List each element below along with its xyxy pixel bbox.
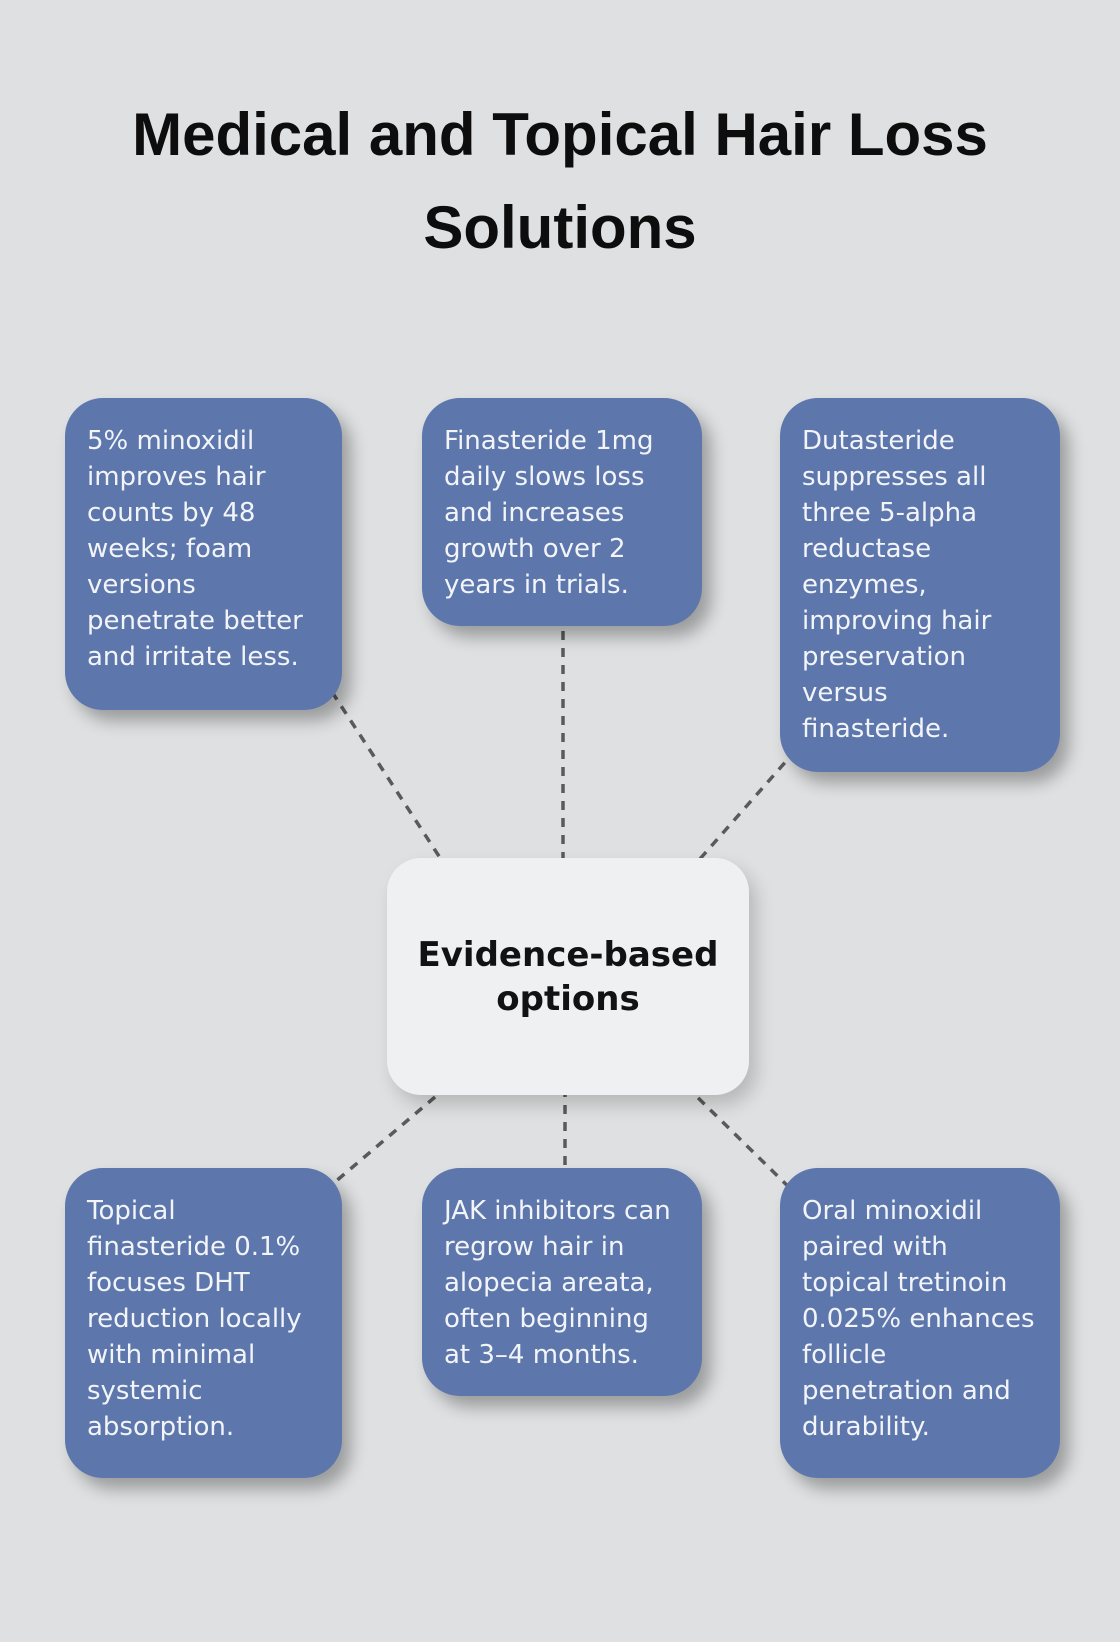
node-topical-finasteride: Topical finasteride 0.1% focuses DHT red… — [65, 1168, 342, 1478]
node-dutasteride: Dutasteride suppresses all three 5-alpha… — [780, 398, 1060, 772]
node-oral-minoxidil: Oral minoxidil paired with topical treti… — [780, 1168, 1060, 1478]
connector-bottom-right — [684, 1084, 804, 1202]
node-finasteride-1mg: Finasteride 1mg daily slows loss and inc… — [422, 398, 702, 626]
connector-top-left — [330, 691, 450, 871]
connector-bottom-left — [333, 1084, 450, 1184]
page-title: Medical and Topical Hair Loss Solutions — [0, 88, 1120, 274]
center-node-evidence-based-options: Evidence-based options — [387, 858, 749, 1095]
connector-top-right — [690, 748, 798, 870]
page-title-line-1: Medical and Topical Hair Loss — [132, 101, 988, 168]
page-title-line-2: Solutions — [423, 194, 697, 261]
node-minoxidil-5-percent: 5% minoxidil improves hair counts by 48 … — [65, 398, 342, 710]
node-jak-inhibitors: JAK inhibitors can regrow hair in alopec… — [422, 1168, 702, 1396]
center-node-label: Evidence-based options — [417, 934, 719, 1019]
